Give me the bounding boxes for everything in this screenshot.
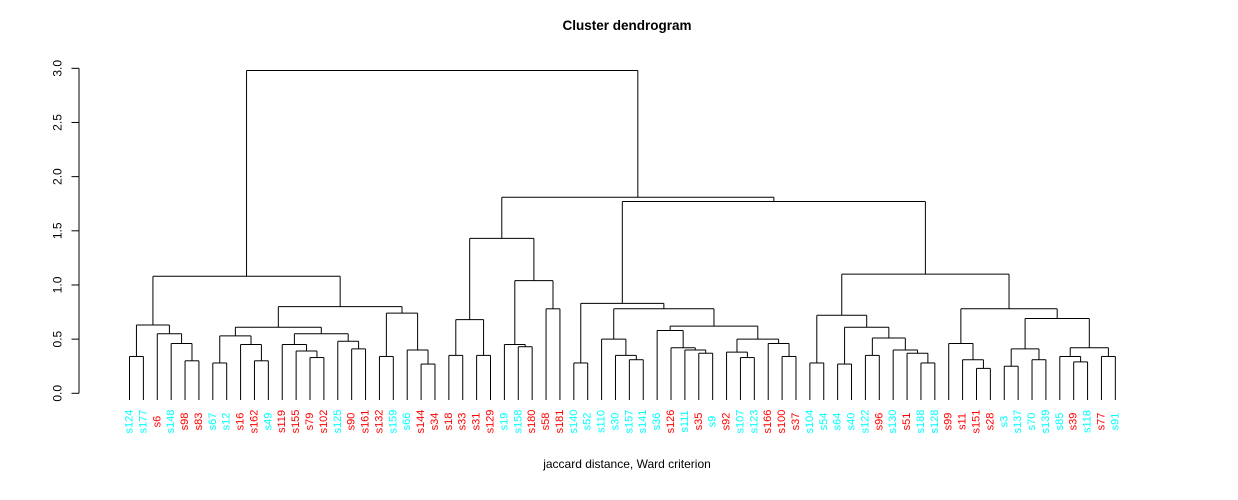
y-tick-label: 3.0 [51,60,65,77]
y-tick-label: 1.5 [51,222,65,239]
leaf-label: s30 [609,413,621,431]
leaf-label: s166 [762,410,774,434]
leaf-label: s102 [318,410,330,434]
leaf-label: s118 [1082,410,1094,433]
x-axis-label: jaccard distance, Ward criterion [542,457,711,471]
leaf-label: s36 [651,413,663,431]
leaf-label: s37 [790,413,802,431]
leaf-label: s92 [721,413,733,431]
leaf-label: s104 [804,410,816,434]
dendrogram-links [129,69,1116,400]
leaf-label: s52 [582,413,594,431]
leaf-label: s49 [262,413,274,431]
leaf-label: s39 [1068,413,1080,431]
leaf-label: s99 [943,413,955,431]
leaf-label: s148 [165,410,177,434]
leaf-label: s162 [248,410,260,434]
leaf-label: s64 [832,413,844,431]
leaf-label: s9 [707,416,719,428]
leaf-label: s34 [429,413,441,431]
leaf-label: s58 [540,413,552,431]
leaf-label: s35 [693,413,705,431]
leaf-label: s110 [596,410,608,433]
leaf-label: s70 [1026,413,1038,431]
leaf-label: s51 [901,413,913,431]
leaf-label: s11 [957,413,969,430]
leaf-label: s151 [970,410,982,434]
leaf-label: s129 [485,410,497,434]
y-axis: 0.0 0.5 1.0 1.5 2.0 2.5 3.0 [51,60,80,402]
leaf-label: s122 [859,410,871,434]
leaf-label: s83 [193,413,205,431]
y-tick-label: 1.0 [51,276,65,293]
leaf-label: s6 [151,416,163,428]
leaf-label: s137 [1012,410,1024,434]
leaf-label: s139 [1040,410,1052,434]
leaf-label: s125 [332,410,344,434]
leaf-label: s188 [915,410,927,434]
leaf-label: s181 [554,410,566,434]
y-tick-label: 2.5 [51,114,65,131]
leaf-label: s67 [207,413,219,431]
leaf-label: s40 [846,413,858,431]
leaf-label: s96 [873,413,885,431]
leaf-label: s100 [776,410,788,434]
y-tick-label: 0.0 [51,385,65,402]
leaf-label: s158 [512,410,524,434]
leaf-label: s130 [887,410,899,434]
leaf-label: s77 [1095,413,1107,431]
leaf-label: s79 [304,413,316,431]
leaf-label: s111 [679,410,691,432]
leaf-label: s31 [471,413,483,431]
leaf-label: s123 [748,410,760,434]
y-tick-label: 0.5 [51,330,65,347]
chart-title: Cluster dendrogram [562,18,691,33]
leaf-label: s12 [221,413,233,431]
leaf-label: s19 [498,413,510,431]
leaf-label: s161 [360,410,372,434]
leaf-label: s159 [387,410,399,434]
leaf-label: s155 [290,410,302,434]
leaf-label: s85 [1054,413,1066,431]
leaf-label: s144 [415,410,427,434]
y-tick-label: 2.0 [51,168,65,185]
leaf-label: s177 [137,410,149,434]
leaf-label: s54 [818,413,830,431]
leaf-label: s124 [124,410,136,434]
leaf-label: s157 [623,410,635,434]
leaf-label: s128 [929,410,941,434]
leaf-label: s98 [179,413,191,431]
leaf-label: s16 [235,413,247,431]
leaf-label: s90 [346,413,358,431]
leaf-label: s107 [734,410,746,434]
leaf-label: s126 [665,410,677,434]
leaf-label: s33 [457,413,469,431]
leaf-label: s180 [526,410,538,434]
leaf-label: s3 [998,416,1010,428]
leaf-label: s66 [401,413,413,431]
leaf-label: s140 [568,410,580,434]
leaf-label: s119 [276,410,288,433]
leaf-label: s132 [373,410,385,434]
leaf-label: s28 [984,413,996,431]
leaf-label: s91 [1109,413,1121,431]
leaf-label: s141 [637,410,649,434]
leaf-label: s18 [443,413,455,431]
